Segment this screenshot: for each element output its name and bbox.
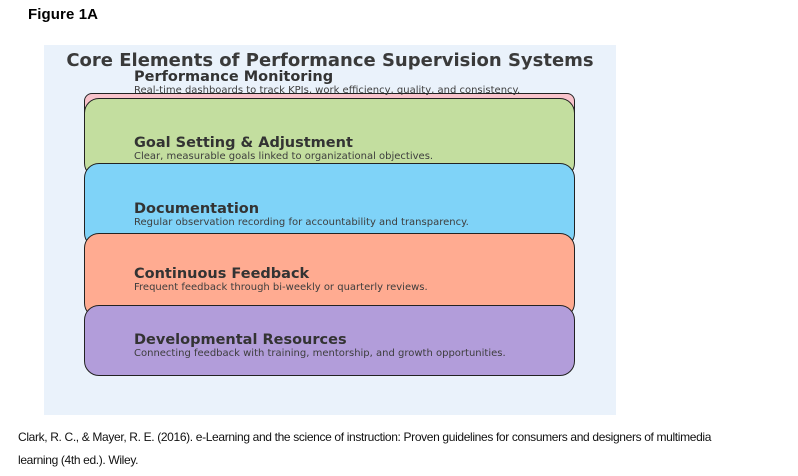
card-continuous-feedback [84,233,575,318]
item-heading: Continuous Feedback [134,266,310,282]
label-developmental-resources: Developmental Resources Connecting feedb… [134,332,506,360]
item-description: Connecting feedback with training, mento… [134,348,506,359]
diagram-panel: Core Elements of Performance Supervision… [44,45,616,415]
card-developmental-resources [84,305,575,376]
item-heading: Developmental Resources [134,332,347,348]
label-continuous-feedback: Continuous Feedback Frequent feedback th… [134,266,428,294]
citation-line-2: learning (4th ed.). Wiley. [18,453,139,467]
label-performance-monitoring: Performance Monitoring Real-time dashboa… [134,69,520,97]
citation-line-1: Clark, R. C., & Mayer, R. E. (2016). e-L… [18,430,712,444]
item-description: Real-time dashboards to track KPIs, work… [134,85,521,96]
item-description: Frequent feedback through bi-weekly or q… [134,282,428,293]
item-heading: Goal Setting & Adjustment [134,135,353,151]
item-description: Clear, measurable goals linked to organi… [134,151,434,162]
diagram-title: Core Elements of Performance Supervision… [66,50,594,71]
figure-label: Figure 1A [28,6,99,23]
item-description: Regular observation recording for accoun… [134,217,469,228]
label-goal-setting: Goal Setting & Adjustment Clear, measura… [134,135,433,163]
citation: Clark, R. C., & Mayer, R. E. (2016). e-L… [18,426,794,472]
label-documentation: Documentation Regular observation record… [134,201,469,229]
item-heading: Performance Monitoring [134,69,334,85]
item-heading: Documentation [134,201,260,217]
